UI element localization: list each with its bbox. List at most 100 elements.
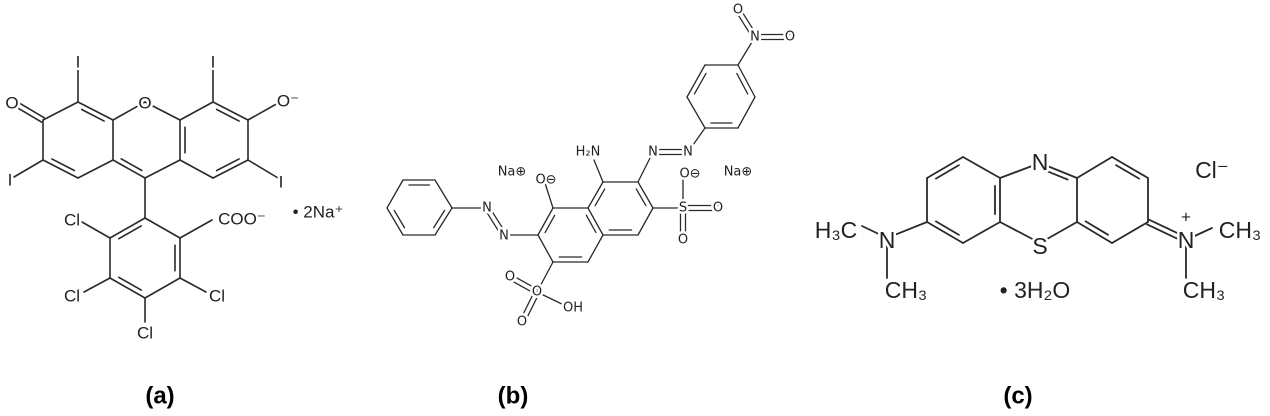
molecule-b-bonds xyxy=(386,8,791,324)
bond xyxy=(77,101,114,121)
atom-oxygen: O xyxy=(733,3,743,18)
bond xyxy=(593,159,604,183)
atom-oxygen-anion: O⊖ xyxy=(535,173,556,188)
bond xyxy=(686,64,706,98)
molecule-a-rose-bengal: I O I O I O⁻ I Cl COO⁻ Cl Cl Cl • 2Na⁺ xyxy=(3,50,346,345)
bond xyxy=(693,72,707,95)
atom-nitrogen: N xyxy=(648,145,658,160)
bond xyxy=(144,101,181,121)
bond xyxy=(1076,156,1113,179)
bond xyxy=(544,182,554,209)
bond xyxy=(484,208,503,237)
bond xyxy=(962,156,1001,179)
bond xyxy=(635,188,647,207)
molecule-c-methylene-blue: N S Cl⁻ H₃C N CH₃ N + CH₃ CH₃ • 3H₂O xyxy=(812,147,1264,306)
bond xyxy=(393,209,406,229)
bond xyxy=(594,188,606,207)
bond xyxy=(1111,221,1149,244)
bond xyxy=(13,105,43,123)
sodium-ion: Na⊕ xyxy=(724,165,753,180)
bond xyxy=(215,158,240,172)
bond xyxy=(739,8,758,37)
methyl-group: CH₃ xyxy=(1219,217,1262,243)
bond xyxy=(488,206,507,235)
bond xyxy=(247,101,281,121)
bond xyxy=(434,207,453,236)
atom-nitrogen: N xyxy=(482,201,492,216)
bond xyxy=(519,290,536,322)
bond xyxy=(386,179,404,209)
chloride-ion: Cl⁻ xyxy=(1195,157,1229,183)
methyl-group: CH₃ xyxy=(1183,277,1226,303)
bond xyxy=(508,278,537,295)
atom-nitrogen: N xyxy=(1032,149,1049,175)
bond xyxy=(434,179,453,209)
bond xyxy=(109,277,146,299)
bond xyxy=(687,127,706,153)
atom-oxygen: O xyxy=(785,30,795,45)
bond xyxy=(637,207,654,236)
atom-chlorine: Cl xyxy=(137,324,153,343)
bond xyxy=(179,219,213,239)
bond xyxy=(1146,223,1186,244)
bond xyxy=(537,207,554,236)
bond xyxy=(112,159,146,179)
atom-iodine: I xyxy=(76,53,81,72)
bond xyxy=(212,101,249,121)
atom-iodine: I xyxy=(279,173,284,192)
bond xyxy=(926,221,964,244)
atom-oxygen: O xyxy=(713,201,723,216)
bond xyxy=(80,108,105,122)
bond xyxy=(536,291,567,307)
atom-nitrogen: N xyxy=(499,229,509,244)
bond xyxy=(118,276,143,291)
molecule-c-bonds xyxy=(861,156,1213,279)
carboxylate-group: COO⁻ xyxy=(218,210,266,229)
atom-oxygen-anion: O⊖ xyxy=(679,167,700,182)
bond xyxy=(13,159,44,178)
bond xyxy=(179,159,214,179)
atom-oxygen: O xyxy=(505,270,515,285)
bond xyxy=(999,221,1041,244)
bond xyxy=(83,277,111,293)
bond xyxy=(109,217,146,239)
atom-sulfur: S xyxy=(679,201,687,216)
bond xyxy=(737,96,756,129)
hydrate-label: • 3H₂O xyxy=(1000,277,1071,303)
figure-label-c: (c) xyxy=(1003,383,1032,410)
atom-oxygen-ring: O xyxy=(138,94,151,113)
atom-oxygen: O xyxy=(517,315,527,330)
figure-label-a: (a) xyxy=(145,383,174,410)
bond xyxy=(686,96,706,129)
atom-nitrogen: N xyxy=(750,30,760,45)
bond xyxy=(433,209,446,229)
atom-oxygen-anion: O⁻ xyxy=(277,92,299,111)
atom-chlorine: Cl xyxy=(64,287,80,306)
bond xyxy=(179,277,207,293)
bond xyxy=(735,10,754,39)
bond xyxy=(962,221,1001,244)
bond xyxy=(544,214,556,234)
atom-chlorine: Cl xyxy=(64,211,80,230)
bond xyxy=(179,101,214,121)
bond xyxy=(144,217,181,239)
molecule-a-bonds xyxy=(13,65,281,323)
bond xyxy=(144,277,181,299)
methyl-group: CH₃ xyxy=(885,277,928,303)
bond xyxy=(144,159,181,179)
bond xyxy=(737,64,756,98)
bond xyxy=(1039,221,1078,244)
bond xyxy=(1148,218,1188,239)
bond xyxy=(81,221,111,239)
bond xyxy=(537,234,554,263)
bond xyxy=(16,101,46,119)
bond xyxy=(886,221,928,239)
bond xyxy=(510,274,539,291)
atom-nitrogen-cation: N xyxy=(1178,227,1195,253)
bond xyxy=(935,164,960,180)
bond xyxy=(120,158,143,172)
atom-sulfur: S xyxy=(1032,233,1047,259)
positive-charge: + xyxy=(1181,208,1191,227)
bond xyxy=(585,214,597,234)
bond xyxy=(1076,221,1113,244)
